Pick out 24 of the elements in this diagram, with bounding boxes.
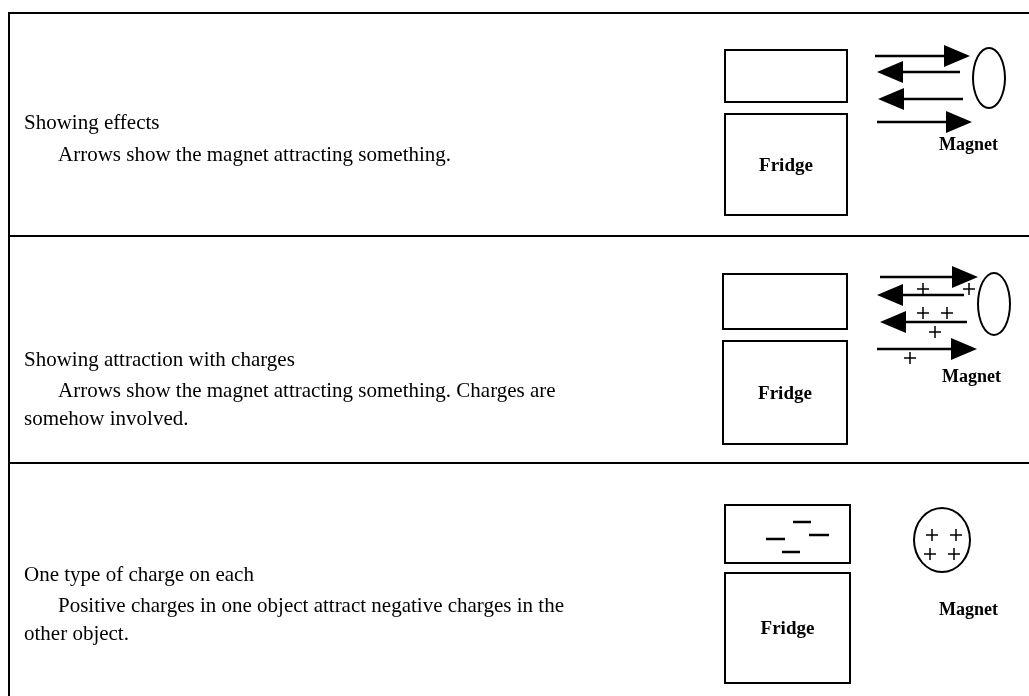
- row-heading: Showing attraction with charges: [24, 347, 295, 372]
- freezer-box: [724, 49, 848, 103]
- row-description: Arrows show the magnet attracting something. Charges are somehow involved.: [24, 377, 557, 432]
- object-label: Magnet: [939, 134, 998, 155]
- row-heading: One type of charge on each: [24, 562, 254, 587]
- fridge-box: [722, 340, 848, 445]
- object-label: Magnet: [942, 366, 1001, 387]
- row-heading: Showing effects: [24, 110, 160, 135]
- fridge-box: [724, 113, 848, 216]
- freezer-box: [722, 273, 848, 330]
- table-row: [8, 462, 1029, 696]
- table-row: [8, 12, 1029, 236]
- object-label: Fridge: [758, 381, 812, 404]
- object-label: Fridge: [760, 617, 815, 639]
- magnet-ellipse: [972, 47, 1006, 109]
- magnet-ellipse: [913, 507, 971, 573]
- object-label: Magnet: [939, 599, 998, 620]
- freezer-box: [724, 504, 851, 564]
- fridge-box: [724, 572, 851, 684]
- row-description: Positive charges in one object attract negative charges in the other object.: [24, 592, 565, 647]
- row-description: Arrows show the magnet attracting something.: [57, 141, 453, 168]
- object-label: Fridge: [759, 153, 813, 176]
- magnet-ellipse: [977, 272, 1011, 336]
- table-row: [8, 235, 1029, 463]
